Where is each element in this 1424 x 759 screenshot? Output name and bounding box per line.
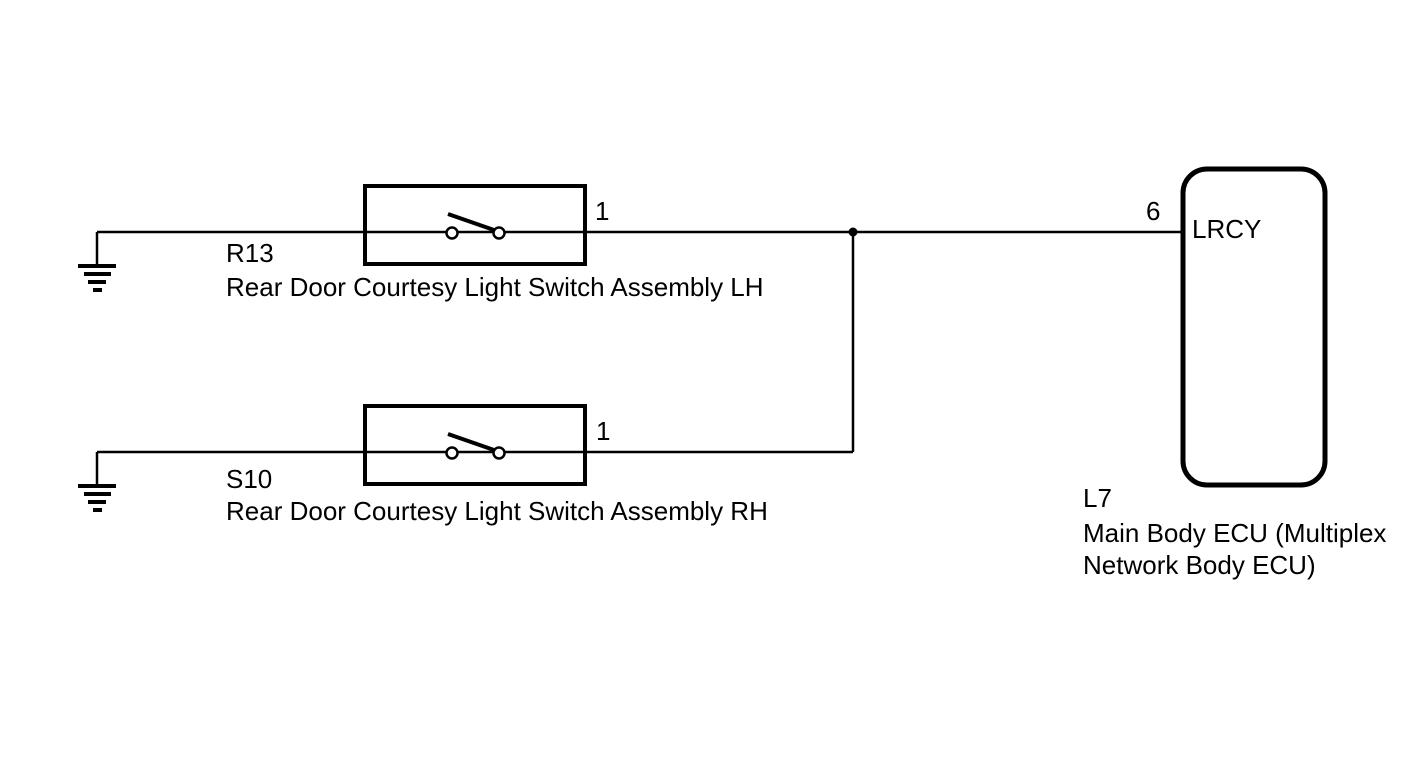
switch-lh-icon [445,212,506,240]
switch-rh-icon [445,432,506,460]
ground-icon [78,232,116,292]
circuit-lh [78,184,1183,292]
ecu-terminal-label: LRCY [1192,214,1262,244]
pin-number-lh: 1 [595,196,610,226]
ecu-name-line1: Main Body ECU (Multiplex [1083,518,1387,548]
component-name-lh: Rear Door Courtesy Light Switch Assembly… [226,272,764,302]
junction-dot [848,227,858,237]
pin-number-rh: 1 [596,416,611,446]
switch-lh-box [363,184,587,266]
ground-icon [78,452,116,512]
component-code-ecu: L7 [1083,483,1112,513]
component-name-rh: Rear Door Courtesy Light Switch Assembly… [226,496,768,526]
pin-number-ecu: 6 [1146,196,1161,226]
ecu-name-line2: Network Body ECU) [1083,550,1316,580]
ecu-box [1180,166,1328,488]
component-code-rh: S10 [226,464,273,494]
circuit-rh [78,404,853,512]
switch-rh-box [363,404,587,486]
component-code-lh: R13 [226,238,274,268]
